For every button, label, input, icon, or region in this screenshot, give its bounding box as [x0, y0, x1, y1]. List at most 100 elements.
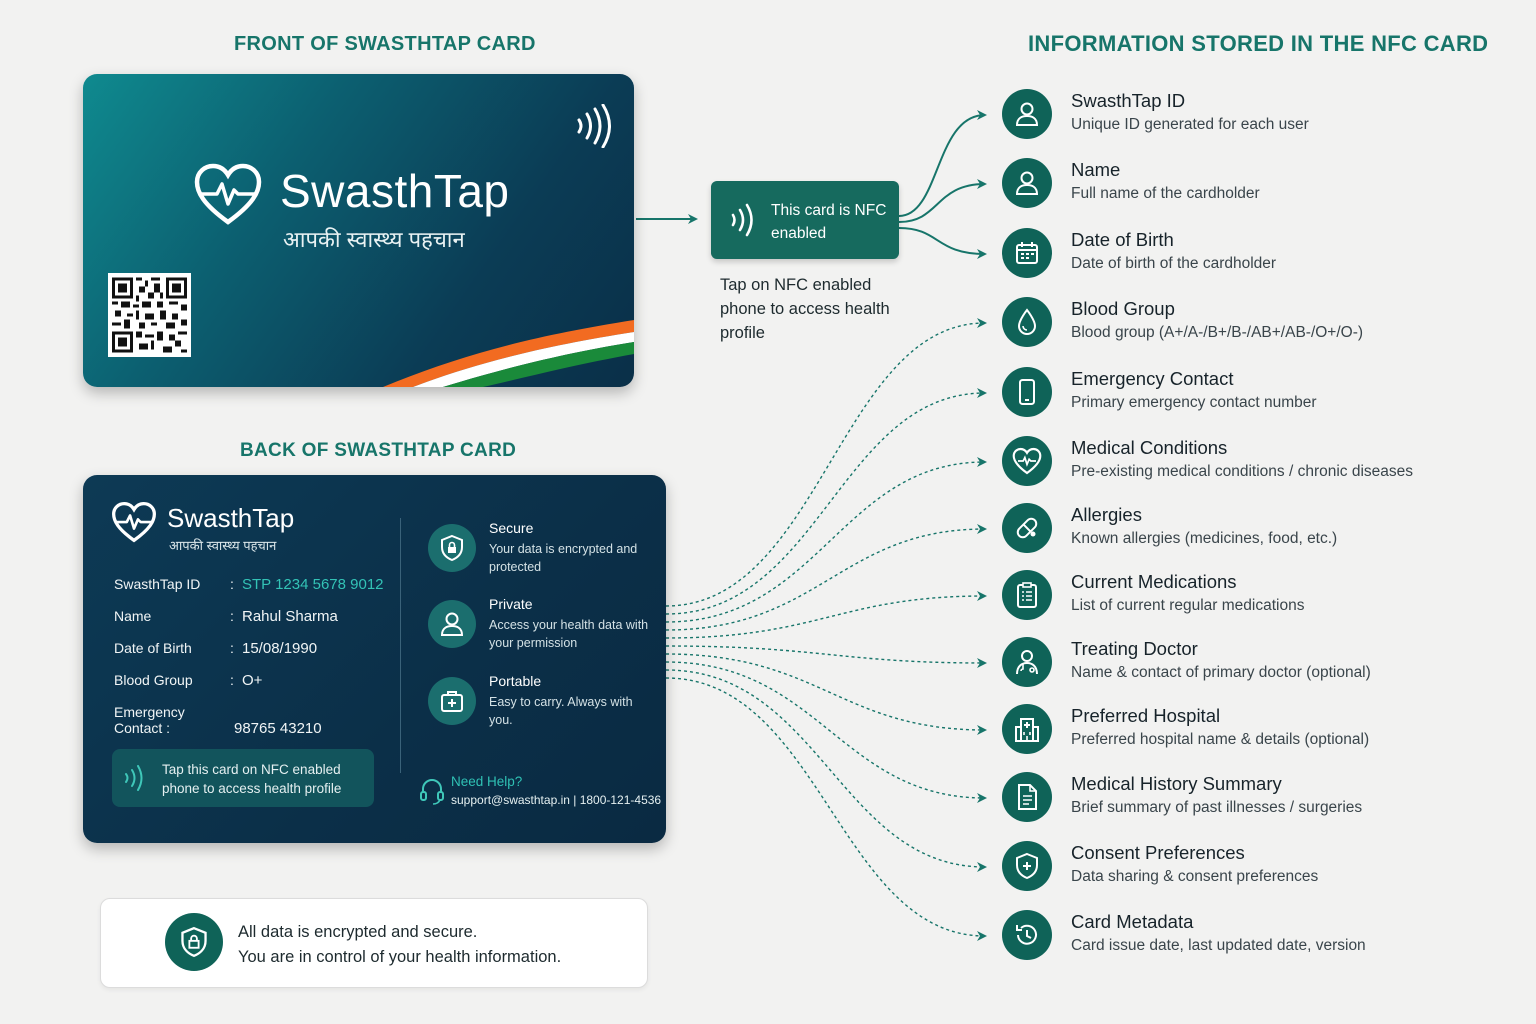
- nfc-enabled-text: This card is NFC enabled: [771, 202, 887, 242]
- info-desc: Full name of the cardholder: [1071, 185, 1260, 202]
- security-note-line1: All data is encrypted and secure.: [238, 923, 478, 941]
- info-title: Treating Doctor: [1071, 638, 1198, 659]
- field-name: Name:Rahul Sharma: [114, 608, 338, 625]
- info-title: Current Medications: [1071, 571, 1237, 592]
- shield-icon: [1002, 841, 1052, 891]
- info-title: Medical History Summary: [1071, 773, 1282, 794]
- feature-desc: Access your health data with your permis…: [489, 618, 649, 650]
- back-brand-name: SwasthTap: [167, 503, 295, 533]
- arrow-back-to-item: [665, 318, 987, 607]
- info-item-treating-doctor: Treating Doctor Name & contact of primar…: [1002, 637, 1522, 691]
- qr-code: [108, 273, 191, 357]
- info-item-date-of-birth: Date of Birth Date of birth of the cardh…: [1002, 228, 1522, 282]
- info-item-emergency-contact: Emergency Contact Primary emergency cont…: [1002, 367, 1522, 421]
- front-card-heading: FRONT OF SWASTHTAP CARD: [234, 33, 536, 55]
- pill-icon: [1002, 503, 1052, 553]
- feature-title: Private: [489, 596, 533, 612]
- field-label: Name: [114, 608, 152, 624]
- tap-instruction: Tap this card on NFC enabled phone to ac…: [112, 749, 374, 807]
- doctor-icon: [1002, 637, 1052, 687]
- feature-desc: Easy to carry. Always with you.: [489, 695, 633, 727]
- nfc-caption: Tap on NFC enabled phone to access healt…: [720, 276, 890, 342]
- info-desc: Date of birth of the cardholder: [1071, 255, 1277, 272]
- info-title: Emergency Contact: [1071, 368, 1234, 389]
- info-item-consent-preferences: Consent Preferences Data sharing & conse…: [1002, 841, 1522, 895]
- arrow-nfc-to-item: [898, 179, 987, 223]
- user-icon: [428, 600, 476, 648]
- info-item-card-metadata: Card Metadata Card issue date, last upda…: [1002, 910, 1522, 964]
- info-heading: INFORMATION STORED IN THE NFC CARD: [1028, 31, 1489, 56]
- info-desc: Card issue date, last updated date, vers…: [1071, 937, 1366, 954]
- arrow-back-to-item: [665, 591, 987, 639]
- feature-desc: Your data is encrypted and protected: [489, 542, 638, 574]
- info-item-preferred-hospital: Preferred Hospital Preferred hospital na…: [1002, 704, 1522, 758]
- arrow-back-to-item: [665, 388, 987, 615]
- info-title: Blood Group: [1071, 298, 1175, 319]
- field-value: 15/08/1990: [242, 640, 318, 657]
- info-desc: Unique ID generated for each user: [1071, 116, 1309, 133]
- security-note: All data is encrypted and secure. You ar…: [100, 898, 648, 988]
- info-desc: Known allergies (medicines, food, etc.): [1071, 530, 1338, 547]
- heart-pulse-logo-icon: [194, 163, 262, 225]
- calendar-icon: [1002, 228, 1052, 278]
- nfc-icon: [125, 765, 143, 791]
- field-value: O+: [242, 672, 263, 689]
- info-item-current-medications: Current Medications List of current regu…: [1002, 570, 1522, 624]
- feature-private: Private Access your health data with you…: [428, 596, 648, 666]
- info-desc: Brief summary of past illnesses / surger…: [1071, 799, 1363, 816]
- info-desc: List of current regular medications: [1071, 597, 1305, 614]
- help-title: Need Help?: [451, 774, 523, 789]
- feature-secure: Secure Your data is encrypted and protec…: [428, 520, 648, 590]
- back-card-heading: BACK OF SWASTHTAP CARD: [240, 440, 517, 461]
- arrow-back-to-item: [665, 645, 987, 668]
- arrow-back-to-item: [665, 677, 987, 941]
- shield-lock-icon: [165, 913, 223, 971]
- nfc-enabled-badge: This card is NFC enabled: [711, 181, 899, 259]
- security-note-text: All data is encrypted and secure. You ar…: [238, 920, 561, 970]
- front-card: SwasthTap आपकी स्वास्थ्य पहचान: [83, 74, 634, 387]
- info-title: SwasthTap ID: [1071, 90, 1186, 111]
- field-value: 98765 43210: [234, 720, 322, 737]
- info-item-medical-history-summary: Medical History Summary Brief summary of…: [1002, 772, 1522, 826]
- info-desc: Pre-existing medical conditions / chroni…: [1071, 463, 1414, 480]
- front-tagline: आपकी स्वास्थ्य पहचान: [283, 227, 465, 252]
- info-title: Medical Conditions: [1071, 437, 1228, 458]
- arrow-nfc-to-item: [898, 110, 987, 217]
- user-icon: [1002, 158, 1052, 208]
- field-swasthtap-id: SwasthTap ID:STP 1234 5678 9012: [114, 576, 384, 593]
- heart-pulse-logo-icon: [112, 501, 156, 543]
- blood-drop-icon: [1002, 297, 1052, 347]
- phone-icon: [1002, 367, 1052, 417]
- field-value: Rahul Sharma: [242, 608, 338, 625]
- info-desc: Name & contact of primary doctor (option…: [1071, 664, 1371, 681]
- info-title: Date of Birth: [1071, 229, 1174, 250]
- feature-title: Portable: [489, 673, 542, 689]
- heart-pulse-icon: [1002, 436, 1052, 486]
- info-item-swasthtap-id: SwasthTap ID Unique ID generated for eac…: [1002, 89, 1522, 143]
- field-label: Blood Group: [114, 672, 193, 688]
- field-label: Emergency Contact :: [114, 704, 185, 736]
- nfc-icon: [731, 203, 753, 237]
- arrow-back-to-item: [665, 669, 987, 872]
- front-brand-name: SwasthTap: [280, 165, 510, 217]
- headset-icon: [420, 779, 444, 805]
- info-desc: Data sharing & consent preferences: [1071, 868, 1319, 885]
- field-date-of-birth: Date of Birth:15/08/1990: [114, 640, 318, 657]
- feature-portable: Portable Easy to carry. Always with you.: [428, 673, 648, 743]
- field-label: Date of Birth: [114, 640, 192, 656]
- info-title: Preferred Hospital: [1071, 705, 1221, 726]
- info-title: Card Metadata: [1071, 911, 1194, 932]
- shield-lock-icon: [428, 524, 476, 572]
- hospital-icon: [1002, 704, 1052, 754]
- help-contact[interactable]: support@swasthtap.in | 1800-121-4536: [451, 793, 662, 807]
- field-label: SwasthTap ID: [114, 576, 201, 592]
- back-card: SwasthTap आपकी स्वास्थ्य पहचान SwasthTap…: [83, 475, 666, 843]
- user-icon: [1002, 89, 1052, 139]
- security-note-line2: You are in control of your health inform…: [238, 948, 562, 966]
- info-item-allergies: Allergies Known allergies (medicines, fo…: [1002, 503, 1522, 557]
- clipboard-icon: [1002, 570, 1052, 620]
- arrow-back-to-item: [665, 457, 987, 623]
- back-tagline: आपकी स्वास्थ्य पहचान: [169, 538, 277, 553]
- info-item-medical-conditions: Medical Conditions Pre-existing medical …: [1002, 436, 1522, 490]
- info-desc: Blood group (A+/A-/B+/B-/AB+/AB-/O+/O-): [1071, 324, 1364, 341]
